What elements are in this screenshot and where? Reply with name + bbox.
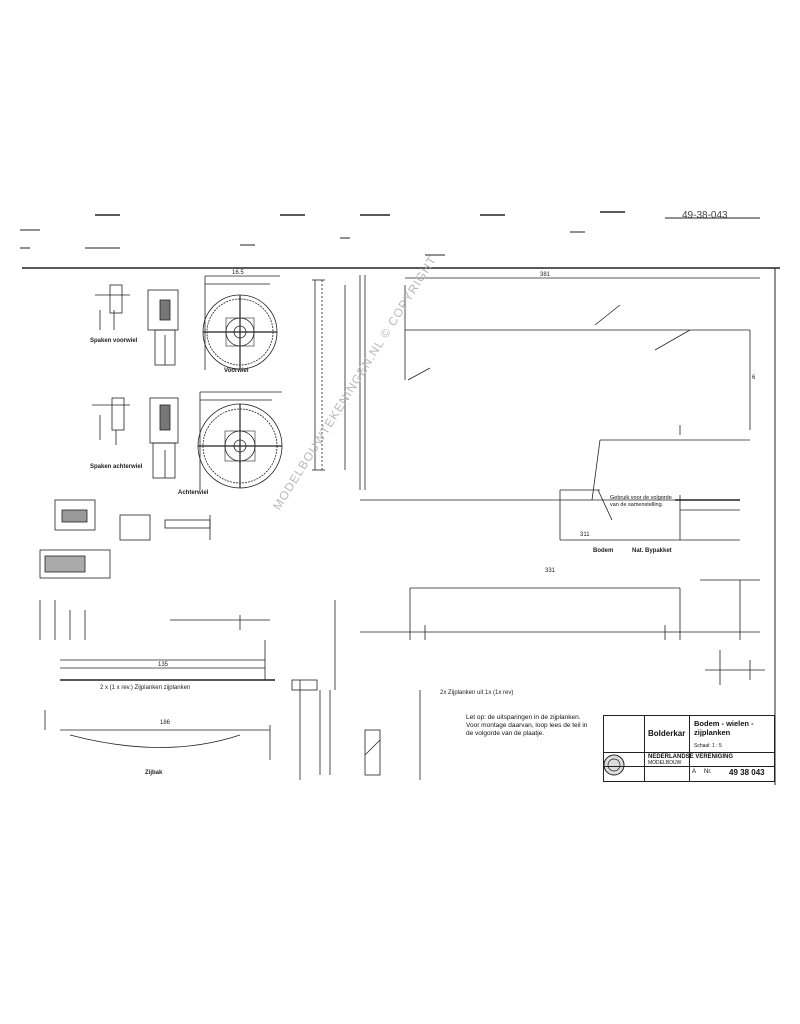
- drawing-reference: 49-38-043: [682, 210, 728, 221]
- label-spaken-voorwiel: Spaken voorwiel: [90, 338, 138, 344]
- label-spaken-achterwiel: Spaken achterwiel: [90, 464, 143, 470]
- dim-overall-top: 381: [540, 272, 551, 278]
- dim-side-length: 135: [158, 662, 169, 668]
- dim-zijbak-length: 186: [160, 720, 171, 726]
- dim-mid-length: 311: [580, 532, 590, 538]
- label-bodem-bypakket: Nat. Bypakket: [632, 548, 672, 554]
- title-left: Bolderkar: [648, 729, 686, 738]
- label-achterwiel: Achterwiel: [178, 490, 209, 496]
- dim-lower-length: 331: [545, 568, 556, 574]
- dim-right-side: 6: [752, 375, 756, 381]
- label-zijbak: Zijbak: [145, 770, 163, 776]
- title-right: Bodem - wielen - zijplanken: [694, 719, 754, 737]
- bodem-note: Gebruik voor de volgorde van de samenste…: [610, 495, 672, 508]
- title-sheet: A: [692, 769, 697, 775]
- title-org: NEDERLANDSE VERENIGING: [648, 754, 734, 760]
- label-zijplanken-note: 2x Zijplanken uit 1x (1x rev): [440, 690, 514, 696]
- assembly-note: Let op: de uitsparingen in de zijplanken…: [466, 714, 588, 737]
- title-org-sub: MODELBOUW: [648, 760, 682, 766]
- label-voorwiel: Voorwiel: [224, 368, 249, 374]
- title-number: 49 38 043: [729, 768, 765, 777]
- title-sheet-no: Nr.: [704, 769, 712, 775]
- label-zijplanken: 2 x (1 x rev.) Zijplanken zijplanken: [100, 685, 191, 691]
- dim-top-hub: 16.5: [232, 270, 244, 276]
- label-bodem: Bodem: [593, 548, 614, 554]
- title-block: Bolderkar Bodem - wielen - zijplanken Sc…: [603, 715, 775, 782]
- title-scale: Schaal: 1 : 5: [694, 743, 722, 749]
